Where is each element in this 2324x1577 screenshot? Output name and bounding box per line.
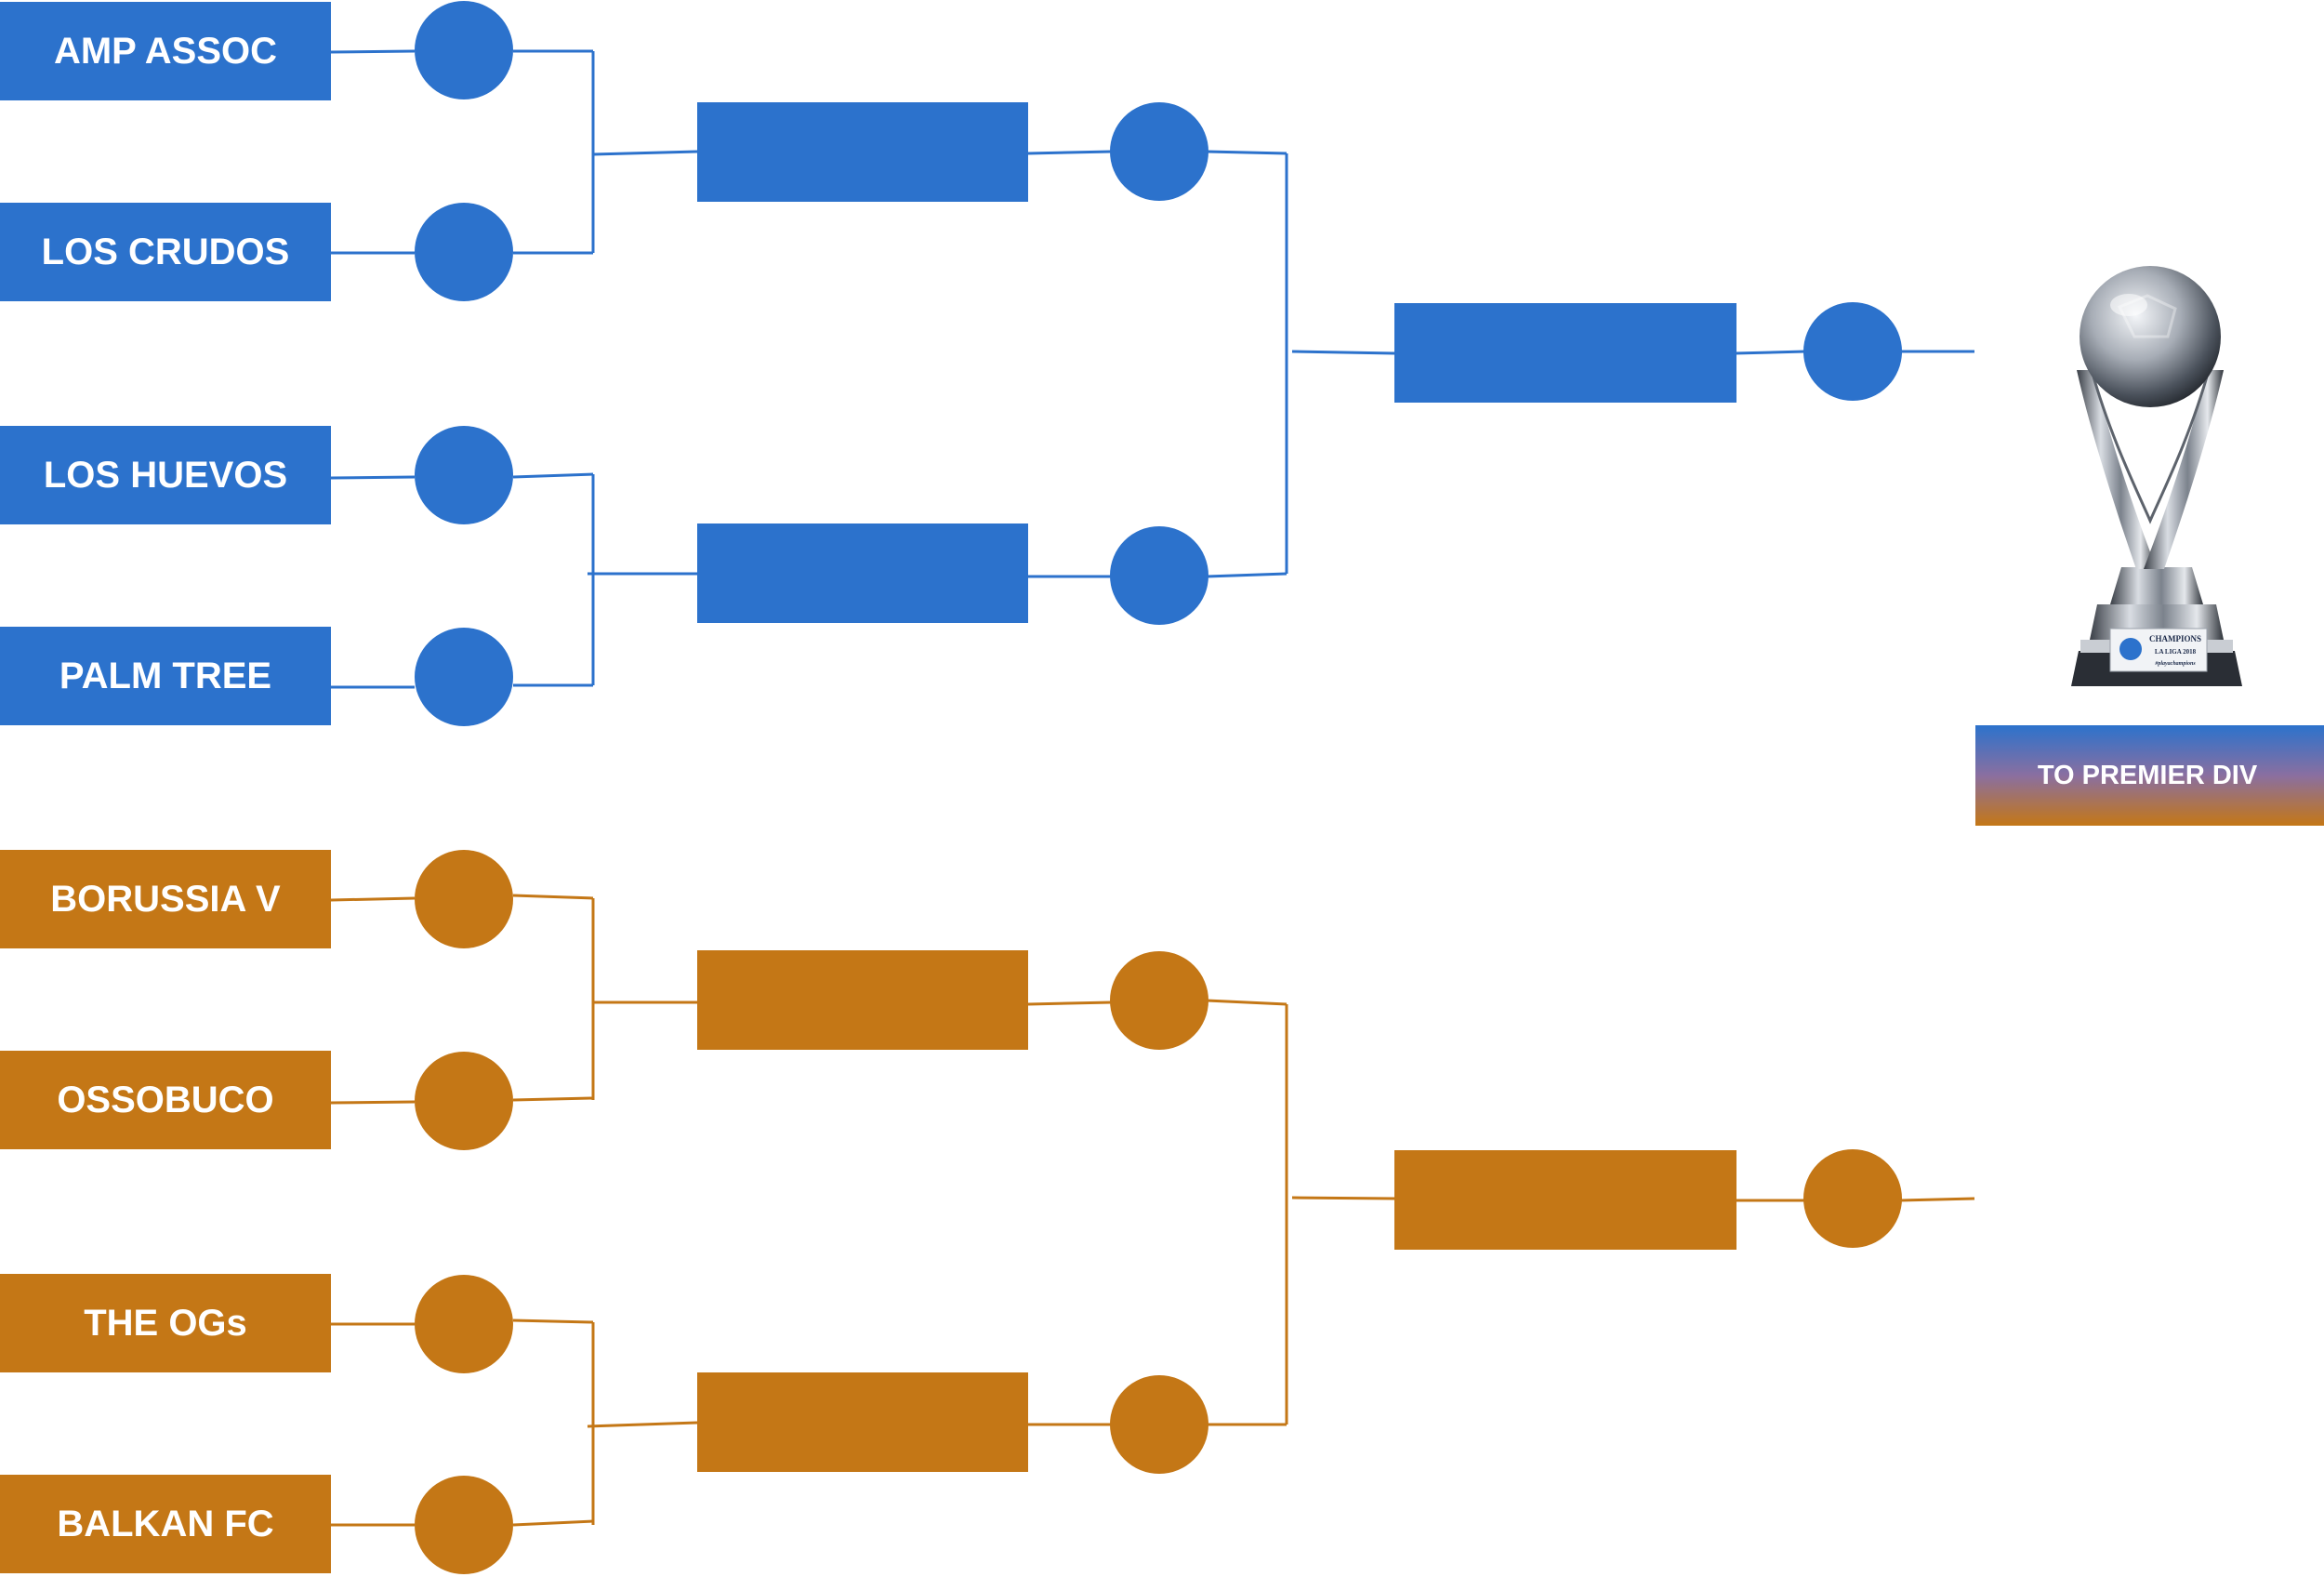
score-circle[interactable] (415, 426, 513, 524)
score-circle[interactable] (415, 1275, 513, 1373)
final-slot[interactable] (1394, 303, 1736, 403)
team-name: BALKAN FC (57, 1504, 273, 1544)
score-circle[interactable] (1803, 1149, 1902, 1248)
score-circle[interactable] (1110, 102, 1208, 201)
score-circle[interactable] (1110, 1375, 1208, 1474)
score-circle[interactable] (415, 850, 513, 948)
team-name: PALM TREE (59, 656, 271, 696)
team-slot[interactable]: OSSOBUCO (0, 1051, 331, 1149)
team-slot[interactable]: THE OGs (0, 1274, 331, 1372)
trophy-plaque-tag: #playachampions (2154, 661, 2196, 667)
team-slot[interactable]: LOS CRUDOS (0, 203, 331, 301)
score-circle[interactable] (415, 203, 513, 301)
team-slot[interactable]: BALKAN FC (0, 1475, 331, 1573)
final-slot[interactable] (1394, 1150, 1736, 1250)
trophy-icon: CHAMPIONS LA LIGA 2018 #playachampions (2071, 266, 2242, 686)
semifinal-slot[interactable] (697, 523, 1028, 623)
score-circle[interactable] (1110, 951, 1208, 1050)
score-circle[interactable] (415, 1, 513, 99)
team-slot[interactable]: AMP ASSOC (0, 2, 331, 100)
team-name: LOS CRUDOS (42, 232, 290, 272)
score-circle[interactable] (1110, 526, 1208, 625)
semifinal-slot[interactable] (697, 1372, 1028, 1472)
team-name: THE OGs (84, 1303, 247, 1344)
blue-bracket-lines (330, 49, 1974, 689)
trophy-plaque-subtitle: LA LIGA 2018 (2155, 648, 2197, 656)
team-slot[interactable]: PALM TREE (0, 627, 331, 725)
score-circle[interactable] (415, 628, 513, 726)
semifinal-slot[interactable] (697, 102, 1028, 202)
score-circle[interactable] (1803, 302, 1902, 401)
premier-div-box[interactable]: TO PREMIER DIV (1975, 725, 2324, 826)
score-circle[interactable] (415, 1052, 513, 1150)
team-name: LOS HUEVOS (44, 455, 287, 496)
trophy-plaque-title: CHAMPIONS (2149, 634, 2201, 643)
orange-bracket-lines (330, 894, 1975, 1527)
final-label: TO PREMIER DIV (2038, 761, 2258, 790)
team-name: OSSOBUCO (57, 1080, 273, 1120)
team-name: BORUSSIA V (50, 879, 281, 920)
score-circle[interactable] (415, 1476, 513, 1574)
team-slot[interactable]: BORUSSIA V (0, 850, 331, 948)
team-slot[interactable]: LOS HUEVOS (0, 426, 331, 524)
semifinal-slot[interactable] (697, 950, 1028, 1050)
team-name: AMP ASSOC (54, 31, 277, 72)
